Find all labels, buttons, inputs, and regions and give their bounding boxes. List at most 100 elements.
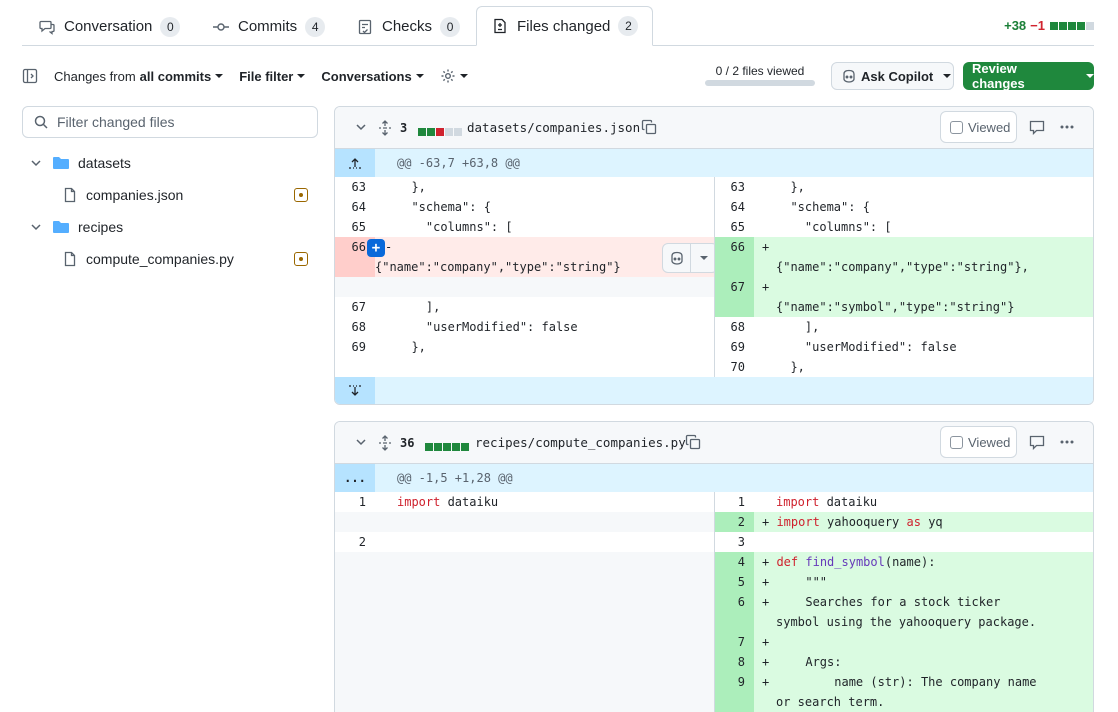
collapse-file-button[interactable] — [355, 436, 367, 451]
toggle-file-tree-button[interactable] — [22, 68, 38, 84]
line-number[interactable]: 6 — [737, 595, 745, 609]
line-code: + import yahooquery as yq — [762, 515, 943, 529]
file-path[interactable]: datasets/companies.json — [467, 120, 641, 135]
line-number[interactable]: 5 — [737, 575, 745, 589]
tab-commits[interactable]: Commits 4 — [212, 7, 326, 46]
deletions-count: −1 — [1030, 18, 1045, 33]
line-number[interactable]: 7 — [737, 635, 745, 649]
tree-file-compute-companies-py[interactable]: compute_companies.py — [62, 247, 318, 271]
line-number[interactable]: 69 — [730, 340, 745, 354]
line-number[interactable]: 3 — [737, 535, 745, 549]
copilot-icon — [670, 251, 683, 265]
copy-path-button[interactable] — [641, 119, 657, 138]
line-number[interactable]: 8 — [737, 655, 745, 669]
line-code: "schema": { — [776, 200, 870, 214]
line-number[interactable]: 64 — [730, 200, 745, 214]
line-number[interactable]: 65 — [351, 220, 366, 234]
line-code: + Searches for a stock ticker — [762, 595, 1001, 609]
line-number[interactable]: 64 — [351, 200, 366, 214]
line-code: }, — [397, 340, 426, 354]
diff-line-added: 8 + Args: — [715, 652, 1093, 672]
line-number[interactable]: 68 — [351, 320, 366, 334]
review-changes-button[interactable]: Review changes — [963, 61, 1094, 91]
tab-count: 4 — [305, 16, 326, 37]
tab-checks[interactable]: Checks 0 — [356, 7, 461, 46]
line-number[interactable]: 67 — [730, 280, 745, 294]
more-options-button[interactable] — [1059, 434, 1075, 453]
diff-line: 1 import dataiku — [335, 492, 714, 512]
line-number[interactable]: 69 — [351, 340, 366, 354]
copilot-line-button[interactable] — [663, 244, 691, 272]
chevron-down-icon — [30, 221, 42, 233]
collapse-file-button[interactable] — [355, 121, 367, 136]
line-number[interactable]: 2 — [737, 515, 745, 529]
expand-down-button[interactable] — [335, 377, 375, 404]
line-code: "schema": { — [397, 200, 491, 214]
diff-line: 65 "columns": [ — [335, 217, 714, 237]
ask-copilot-label: Ask Copilot — [861, 68, 934, 84]
viewed-label: Viewed — [968, 119, 1011, 135]
diff-line-added: 5 + """ — [715, 572, 1093, 592]
line-number[interactable]: 70 — [730, 360, 745, 374]
line-number[interactable]: 66 — [730, 240, 745, 254]
hunk-header: ... @@ -1,5 +1,28 @@ — [335, 464, 1093, 492]
tab-conversation[interactable]: Conversation 0 — [38, 7, 181, 46]
file-path[interactable]: recipes/compute_companies.py — [475, 435, 686, 450]
line-number[interactable]: 1 — [358, 495, 366, 509]
tab-files-changed[interactable]: Files changed 2 — [476, 6, 654, 46]
modified-icon — [294, 188, 308, 202]
diff-toolbar: Changes from all commits File filter Con… — [22, 60, 1094, 92]
line-code-wrap: symbol using the yahooquery package. — [776, 615, 1037, 629]
diff-settings-button[interactable] — [440, 68, 468, 84]
filter-files-box — [22, 106, 318, 138]
diff-left-pane: 63 }, 64 "schema": { 65 "columns": [ 66 … — [335, 177, 718, 377]
more-options-button[interactable] — [1059, 119, 1075, 138]
copy-path-button[interactable] — [685, 434, 701, 453]
filter-files-input[interactable] — [57, 114, 307, 130]
line-number[interactable]: 1 — [737, 495, 745, 509]
line-number[interactable]: 67 — [351, 300, 366, 314]
copy-icon — [685, 434, 701, 450]
expand-all-button[interactable] — [377, 435, 393, 454]
expand-all-button[interactable] — [377, 120, 393, 139]
line-number[interactable]: 9 — [737, 675, 745, 689]
add-line-comment-button[interactable]: + — [367, 239, 385, 257]
line-number[interactable]: 63 — [351, 180, 366, 194]
expand-context-button[interactable]: ... — [335, 464, 375, 492]
line-code: "columns": [ — [776, 220, 892, 234]
tree-file-companies-json[interactable]: companies.json — [62, 183, 318, 207]
line-code: {"name":"company","type":"string"}, — [776, 260, 1029, 274]
expand-up-button[interactable] — [335, 149, 375, 177]
tree-folder-recipes[interactable]: recipes — [30, 215, 318, 239]
tree-item-label: companies.json — [86, 187, 184, 203]
changes-from-dropdown[interactable]: Changes from all commits — [54, 68, 224, 84]
line-actions-dropdown[interactable] — [691, 244, 717, 272]
viewed-checkbox[interactable]: Viewed — [940, 426, 1017, 458]
diff-line-added: 2 + import yahooquery as yq — [715, 512, 1093, 532]
line-code: + — [762, 635, 770, 649]
file-filter-dropdown[interactable]: File filter — [239, 69, 306, 84]
fold-down-icon — [349, 385, 361, 396]
changes-from-prefix: Changes from — [54, 68, 136, 84]
line-number[interactable]: 2 — [358, 535, 366, 549]
comment-on-file-button[interactable] — [1029, 119, 1045, 138]
line-code: "userModified": false — [397, 320, 578, 334]
line-number[interactable]: 65 — [730, 220, 745, 234]
ask-copilot-button[interactable]: Ask Copilot — [831, 62, 954, 90]
viewed-checkbox[interactable]: Viewed — [940, 111, 1017, 143]
comment-on-file-button[interactable] — [1029, 434, 1045, 453]
conversations-dropdown[interactable]: Conversations — [321, 69, 424, 84]
diff-line-deleted: 66 + - {"name":"company","type":"string"… — [335, 237, 718, 277]
gear-icon — [441, 69, 455, 83]
diff-line: 64 "schema": { — [335, 197, 714, 217]
line-number[interactable]: 63 — [730, 180, 745, 194]
line-number[interactable]: 66 — [351, 240, 366, 254]
diff-line: 3 — [715, 532, 1093, 552]
line-number[interactable]: 4 — [737, 555, 745, 569]
caret-down-icon — [943, 74, 952, 78]
line-number[interactable]: 68 — [730, 320, 745, 334]
line-code: + name (str): The company name — [762, 675, 1037, 689]
tree-folder-datasets[interactable]: datasets — [30, 151, 318, 175]
unfold-icon — [379, 120, 391, 136]
hunk-header: @@ -63,7 +63,8 @@ — [335, 149, 1093, 177]
